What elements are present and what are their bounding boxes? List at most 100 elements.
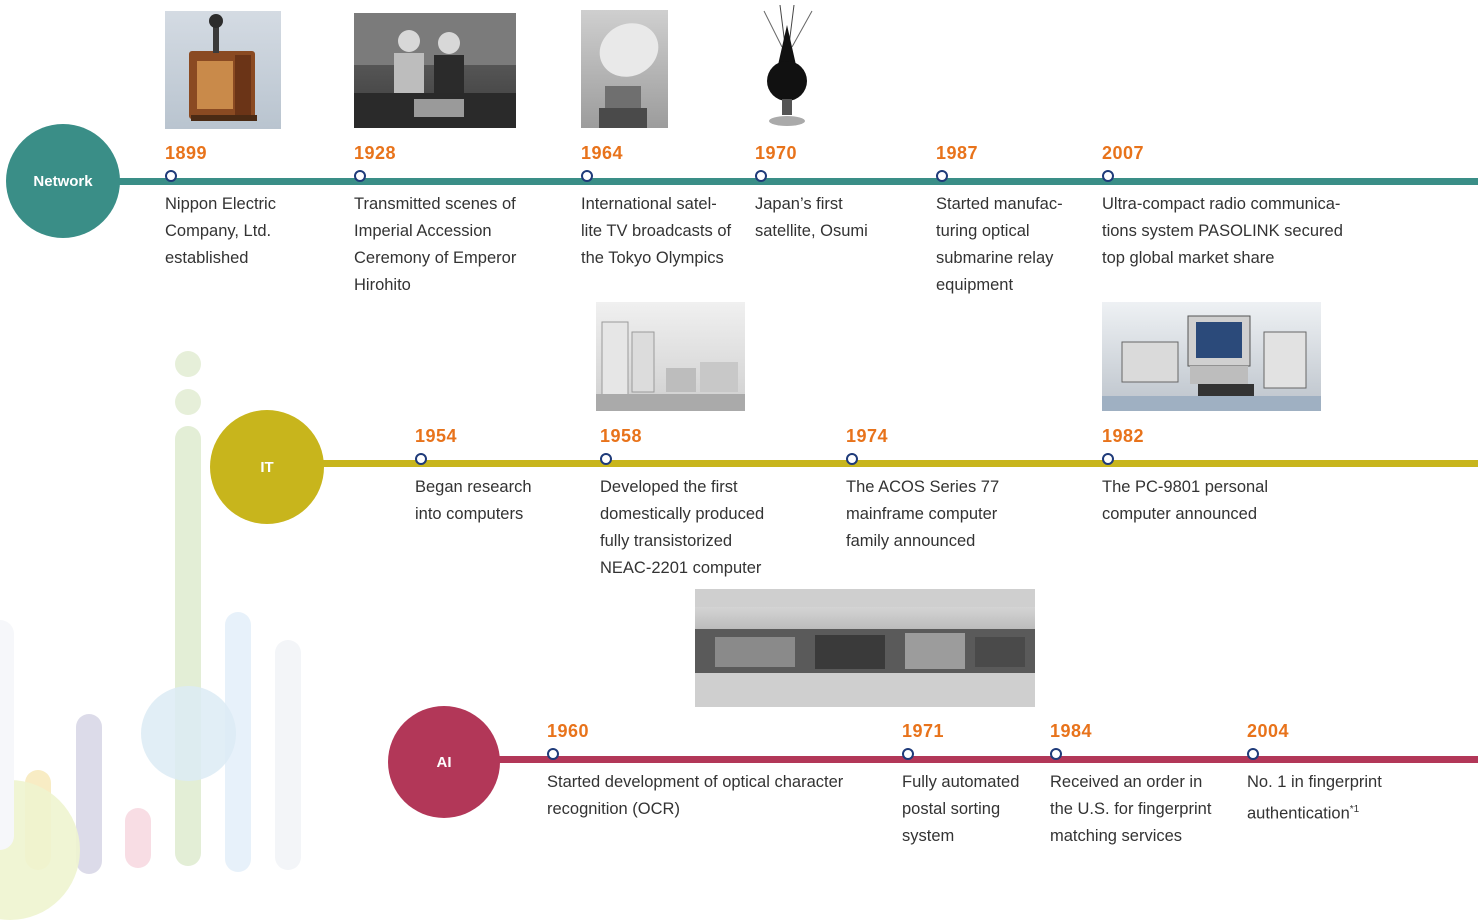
event-description: Fully automated postal sorting system bbox=[902, 769, 1019, 850]
event-description-line: recognition (OCR) bbox=[547, 800, 680, 818]
event-year: 1987 bbox=[936, 143, 979, 163]
event-description-line: Transmitted scenes of bbox=[354, 195, 516, 213]
event-description-line: Began research bbox=[415, 478, 532, 496]
engineers-photo bbox=[354, 13, 516, 128]
it-timeline-line bbox=[320, 460, 1478, 467]
footnote-marker: *1 bbox=[1349, 804, 1360, 815]
event-description-line: Fully automated bbox=[902, 773, 1020, 791]
satellite-dish-photo bbox=[581, 10, 668, 128]
event-description-line: Started development of optical character bbox=[547, 773, 844, 791]
postal-sorting-photo bbox=[695, 589, 1035, 707]
event-description-line: Ceremony of Emperor bbox=[354, 249, 517, 267]
event-description-line: No. 1 in fingerprint bbox=[1247, 773, 1382, 791]
timeline-marker bbox=[1102, 170, 1114, 182]
event-description: Started development of optical character… bbox=[547, 769, 843, 823]
event-year: 2007 bbox=[1102, 143, 1145, 163]
event-year: 1970 bbox=[755, 143, 798, 163]
event-description-line: lite TV broadcasts of bbox=[581, 222, 732, 240]
event-year: 1971 bbox=[902, 721, 945, 741]
event-description-line: The ACOS Series 77 bbox=[846, 478, 1000, 496]
event-description: Ultra-compact radio communica-tions syst… bbox=[1102, 191, 1343, 272]
osumi-satellite-photo bbox=[752, 5, 822, 130]
decorative-bar bbox=[125, 808, 151, 868]
event-description-line: mainframe computer bbox=[846, 505, 998, 523]
timeline-marker bbox=[415, 453, 427, 465]
ai-timeline-line bbox=[495, 756, 1478, 763]
event-year: 1899 bbox=[165, 143, 208, 163]
timeline-marker bbox=[581, 170, 593, 182]
event-description-line: into computers bbox=[415, 505, 524, 523]
pc-9801-photo bbox=[1102, 302, 1321, 411]
event-description: Developed the first domestically produced… bbox=[600, 474, 764, 582]
it-badge: IT bbox=[210, 410, 324, 524]
event-year: 1960 bbox=[547, 721, 590, 741]
event-year: 1954 bbox=[415, 426, 458, 446]
ai-badge: AI bbox=[388, 706, 500, 818]
event-description-line: NEAC-2201 computer bbox=[600, 559, 762, 577]
event-description-line: Japan’s first bbox=[755, 195, 843, 213]
event-description: Started manufac-turing optical submarine … bbox=[936, 191, 1063, 299]
timeline-marker bbox=[1050, 748, 1062, 760]
event-description-line: Developed the first bbox=[600, 478, 738, 496]
timeline-marker bbox=[1247, 748, 1259, 760]
event-description-line: submarine relay bbox=[936, 249, 1054, 267]
event-description-line: computer announced bbox=[1102, 505, 1258, 523]
event-description: Japan’s first satellite, Osumi bbox=[755, 191, 868, 245]
network-badge: Network bbox=[6, 124, 120, 238]
event-description-line: domestically produced bbox=[600, 505, 765, 523]
event-description-line: family announced bbox=[846, 532, 976, 550]
event-description-line: Received an order in bbox=[1050, 773, 1203, 791]
timeline-marker bbox=[936, 170, 948, 182]
timeline-marker bbox=[755, 170, 767, 182]
event-year: 1958 bbox=[600, 426, 643, 446]
event-year: 1974 bbox=[846, 426, 889, 446]
event-description: International satel-lite TV broadcasts o… bbox=[581, 191, 731, 272]
event-description-line: tions system PASOLINK secured bbox=[1102, 222, 1343, 240]
event-description: The PC-9801 personal computer announced bbox=[1102, 474, 1268, 528]
timeline-marker bbox=[547, 748, 559, 760]
timeline-marker bbox=[600, 453, 612, 465]
decorative-background bbox=[0, 0, 1, 1]
event-description: Began research into computers bbox=[415, 474, 532, 528]
event-description: No. 1 in fingerprint authentication*1 bbox=[1247, 769, 1382, 828]
network-timeline-line bbox=[115, 178, 1478, 185]
event-description-line: Ultra-compact radio communica- bbox=[1102, 195, 1341, 213]
event-description-line: satellite, Osumi bbox=[755, 222, 868, 240]
decorative-bar bbox=[175, 426, 201, 866]
telephone-photo bbox=[165, 11, 281, 129]
event-year: 1964 bbox=[581, 143, 624, 163]
event-description-line: top global market share bbox=[1102, 249, 1275, 267]
event-description-line: Imperial Accession bbox=[354, 222, 492, 240]
event-description-line: Hirohito bbox=[354, 276, 411, 294]
timeline-marker bbox=[846, 453, 858, 465]
event-description-line: fully transistorized bbox=[600, 532, 733, 550]
event-description-line: International satel- bbox=[581, 195, 717, 213]
event-description-line: turing optical bbox=[936, 222, 1030, 240]
timeline-marker bbox=[1102, 453, 1114, 465]
decorative-dot bbox=[175, 389, 201, 415]
timeline-marker bbox=[165, 170, 177, 182]
decorative-bar bbox=[275, 640, 301, 870]
event-description: The ACOS Series 77 mainframe computer fami… bbox=[846, 474, 999, 555]
timeline-marker bbox=[354, 170, 366, 182]
event-year: 1982 bbox=[1102, 426, 1145, 446]
decorative-dot bbox=[175, 351, 201, 377]
event-year: 1928 bbox=[354, 143, 397, 163]
neac-computer-photo bbox=[596, 302, 745, 411]
event-description-line: the Tokyo Olympics bbox=[581, 249, 724, 267]
event-description-line: postal sorting bbox=[902, 800, 1001, 818]
event-description-line: the U.S. for fingerprint bbox=[1050, 800, 1212, 818]
event-description-line: matching services bbox=[1050, 827, 1183, 845]
event-year: 2004 bbox=[1247, 721, 1290, 741]
decorative-circle bbox=[141, 686, 236, 781]
event-description-line: equipment bbox=[936, 276, 1014, 294]
event-description-line: The PC-9801 personal bbox=[1102, 478, 1269, 496]
event-description-line: Company, Ltd. bbox=[165, 222, 272, 240]
event-description-line: system bbox=[902, 827, 955, 845]
event-description-line: authentication*1 bbox=[1247, 804, 1360, 823]
timeline-marker bbox=[902, 748, 914, 760]
event-description-line: Started manufac- bbox=[936, 195, 1063, 213]
decorative-bar bbox=[0, 620, 14, 850]
